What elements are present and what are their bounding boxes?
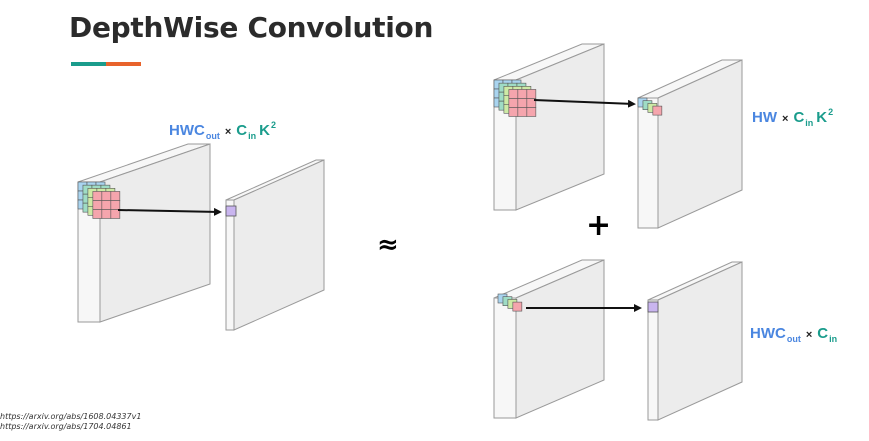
reference-link[interactable]: https://arxiv.org/abs/1704.04861 bbox=[0, 422, 132, 431]
depthwise-input-block bbox=[493, 43, 605, 211]
reference-link[interactable]: https://arxiv.org/abs/1608.04337v1 bbox=[0, 412, 142, 421]
kernel-cell bbox=[526, 107, 537, 117]
formula-out-sub: out bbox=[786, 334, 801, 344]
formula-hw: HW bbox=[752, 109, 777, 126]
formula-times: × bbox=[782, 113, 789, 125]
formula-hwc: HWC bbox=[169, 122, 205, 139]
slab-front-face bbox=[493, 297, 517, 419]
formula-hwc: HWC bbox=[750, 325, 786, 342]
kernel-cell bbox=[92, 191, 103, 201]
slab-front-face bbox=[225, 199, 235, 331]
kernel-cell bbox=[517, 98, 528, 108]
arrows-layer bbox=[117, 99, 642, 312]
kernel-cell bbox=[508, 98, 519, 108]
formula-in-sub: in bbox=[248, 131, 257, 141]
depthwise-kernel bbox=[493, 79, 537, 117]
strip-cell bbox=[652, 105, 663, 116]
kernel-cell bbox=[508, 107, 519, 117]
strip-cell bbox=[512, 301, 523, 312]
kernel-cell bbox=[101, 209, 112, 219]
pointwise-output-cell bbox=[647, 301, 659, 313]
approx-symbol: ≈ bbox=[377, 230, 399, 260]
formula-c: C bbox=[236, 122, 248, 139]
pointwise-input-block bbox=[493, 259, 605, 419]
title-underline bbox=[71, 62, 141, 66]
pointwise-output-block bbox=[647, 261, 743, 421]
formula-k-sup: 2 bbox=[270, 120, 276, 130]
standard-kernel bbox=[77, 181, 121, 219]
kernel-cell bbox=[517, 89, 528, 99]
slab-front-face bbox=[637, 97, 659, 229]
slab-right-face bbox=[657, 261, 743, 421]
kernel-cell bbox=[101, 200, 112, 210]
pointwise-kernel bbox=[497, 293, 523, 312]
kernel-cell bbox=[110, 191, 121, 201]
kernel-cell bbox=[508, 89, 519, 99]
standard-conv-arrow bbox=[117, 207, 222, 216]
kernel-cell bbox=[92, 209, 103, 219]
output-cell bbox=[225, 205, 237, 217]
slab-right-face bbox=[233, 159, 325, 331]
kernel-cell bbox=[101, 191, 112, 201]
slab-front-face bbox=[647, 299, 659, 421]
underline-orange-segment bbox=[106, 62, 141, 66]
formula-c: C bbox=[817, 325, 829, 342]
formula-times: × bbox=[224, 126, 232, 138]
formula-in-sub: in bbox=[805, 118, 814, 128]
formula-k-sup: 2 bbox=[828, 107, 834, 117]
formula-k: K bbox=[259, 122, 270, 139]
kernel-cell bbox=[110, 209, 121, 219]
depthwise-output-strip bbox=[637, 97, 663, 116]
plus-symbol: + bbox=[586, 208, 612, 243]
kernel-cell bbox=[517, 107, 528, 117]
depthwise-arrow bbox=[533, 99, 636, 108]
formula-c: C bbox=[793, 109, 805, 126]
input-block bbox=[77, 143, 211, 323]
kernel-cell bbox=[110, 200, 121, 210]
pointwise-formula: HWCout × Cin bbox=[750, 326, 837, 344]
output-block bbox=[225, 159, 325, 331]
formula-in-sub: in bbox=[829, 334, 838, 344]
depthwise-output-block bbox=[637, 59, 743, 229]
formula-times: × bbox=[805, 329, 813, 341]
blocks-layer bbox=[77, 43, 743, 421]
kernel-cell bbox=[526, 89, 537, 99]
formula-k: K bbox=[816, 109, 828, 126]
references: https://arxiv.org/abs/1608.04337v1 https… bbox=[0, 412, 141, 432]
kernel-cell bbox=[92, 200, 103, 210]
underline-teal-segment bbox=[71, 62, 106, 66]
slide-title: DepthWise Convolution bbox=[69, 11, 434, 44]
formula-out-sub: out bbox=[205, 131, 220, 141]
